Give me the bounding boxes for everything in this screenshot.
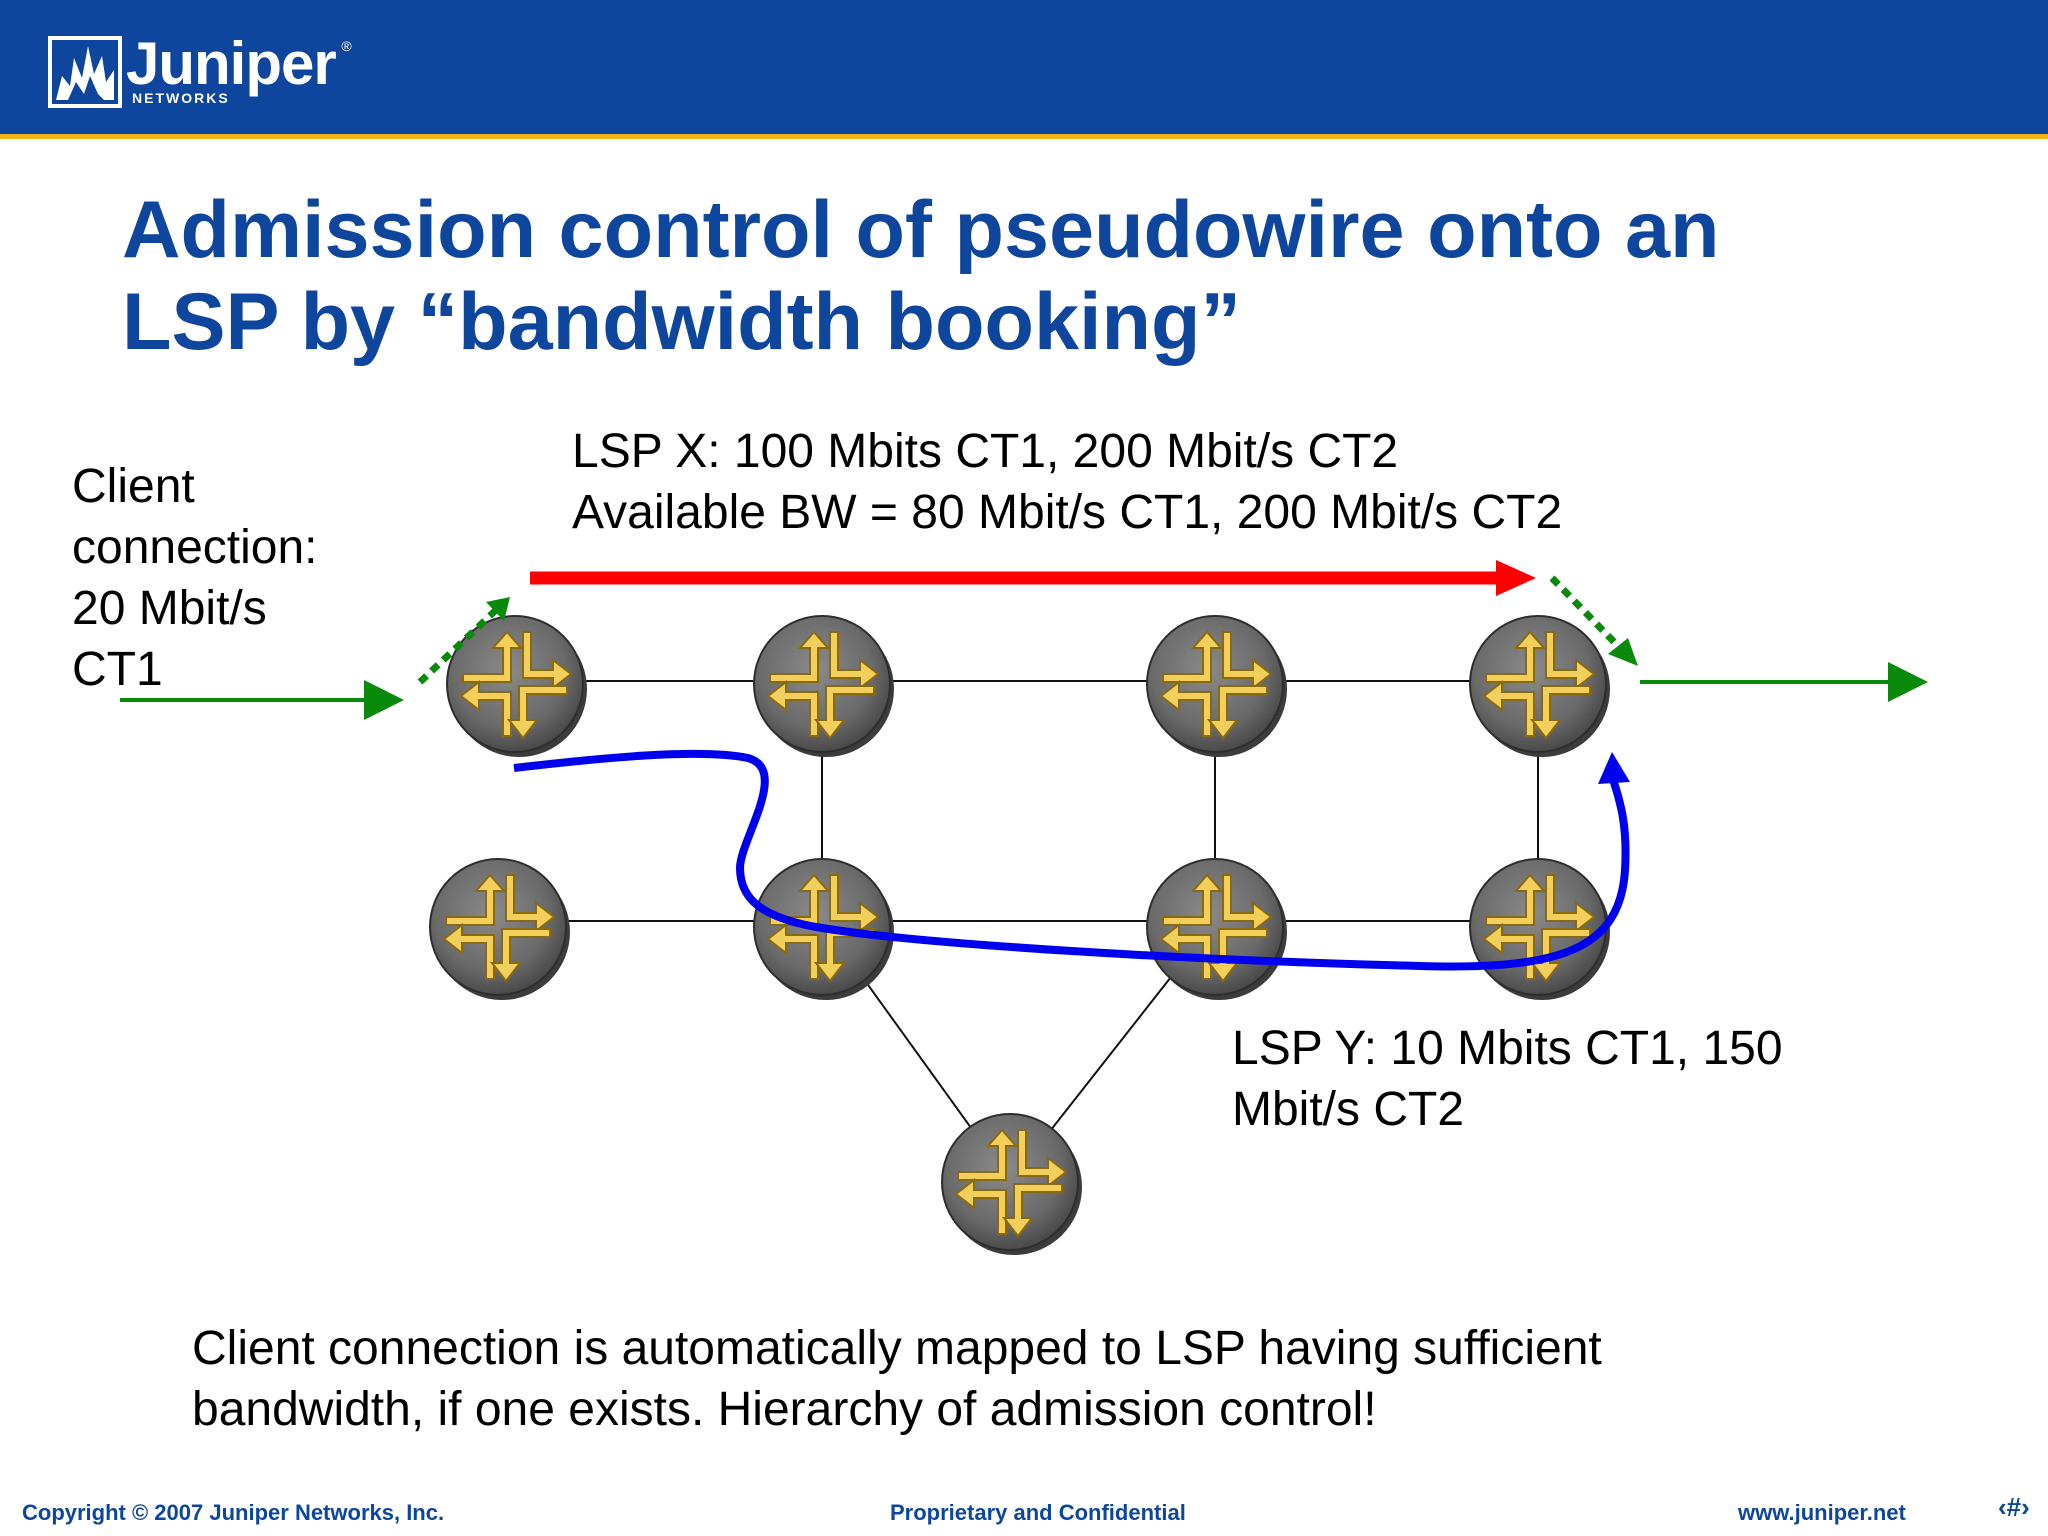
client-connection-label: Client connection: 20 Mbit/s CT1 <box>72 456 318 700</box>
logo-wordmark: Juniper <box>126 30 337 97</box>
lsp-y-line-1: LSP Y: 10 Mbits CT1, 150 <box>1232 1022 1783 1075</box>
router-icon <box>753 615 895 758</box>
lsp-y-label: LSP Y: 10 Mbits CT1, 150 Mbit/s CT2 <box>1232 1018 1783 1140</box>
logo-subtitle: NETWORKS <box>132 90 230 106</box>
router-icon <box>1469 858 1611 1001</box>
client-label-line-3: 20 Mbit/s <box>72 582 267 635</box>
lsp-y-line-2: Mbit/s CT2 <box>1232 1083 1465 1136</box>
lsp-x-line-1: LSP X: 100 Mbits CT1, 200 Mbit/s CT2 <box>572 425 1399 478</box>
footer-copyright: Copyright © 2007 Juniper Networks, Inc. <box>22 1500 445 1525</box>
header-bar <box>0 0 2048 134</box>
client-label-line-2: connection: <box>72 521 318 574</box>
summary-line-2: bandwidth, if one exists. Hierarchy of a… <box>192 1383 1377 1436</box>
lsp-x-line-2: Available BW = 80 Mbit/s CT1, 200 Mbit/s… <box>572 486 1563 539</box>
summary-text: Client connection is automatically mappe… <box>192 1318 1602 1440</box>
client-connection-path <box>120 575 1928 720</box>
header-stripe <box>0 134 2048 139</box>
footer-website: www.juniper.net <box>1738 1500 1906 1525</box>
lsp-x-label: LSP X: 100 Mbits CT1, 200 Mbit/s CT2 Ava… <box>572 421 1562 543</box>
slide-title: Admission control of pseudowire onto an … <box>122 184 1942 368</box>
client-label-line-4: CT1 <box>72 643 163 696</box>
lsp-y-path <box>513 749 1630 971</box>
title-line-1: Admission control of pseudowire onto an <box>122 185 1720 275</box>
juniper-logo: Juniper ® NETWORKS <box>48 30 352 110</box>
router-icon <box>1146 615 1288 758</box>
registered-mark: ® <box>341 38 352 54</box>
lsp-x-path <box>530 560 1536 596</box>
footer-page-number: ‹#› <box>1998 1492 2030 1522</box>
logo-text: Juniper ® NETWORKS <box>126 30 352 110</box>
footer-confidential: Proprietary and Confidential <box>890 1500 1186 1525</box>
summary-line-1: Client connection is automatically mappe… <box>192 1322 1602 1375</box>
router-icon <box>1469 615 1611 758</box>
routers <box>429 615 1611 1256</box>
juniper-flame-icon <box>48 36 122 108</box>
client-label-line-1: Client <box>72 460 195 513</box>
title-line-2: LSP by “bandwidth booking” <box>122 277 1241 367</box>
router-icon <box>429 858 571 1001</box>
router-icon <box>941 1113 1083 1256</box>
router-icon <box>1146 858 1288 1001</box>
